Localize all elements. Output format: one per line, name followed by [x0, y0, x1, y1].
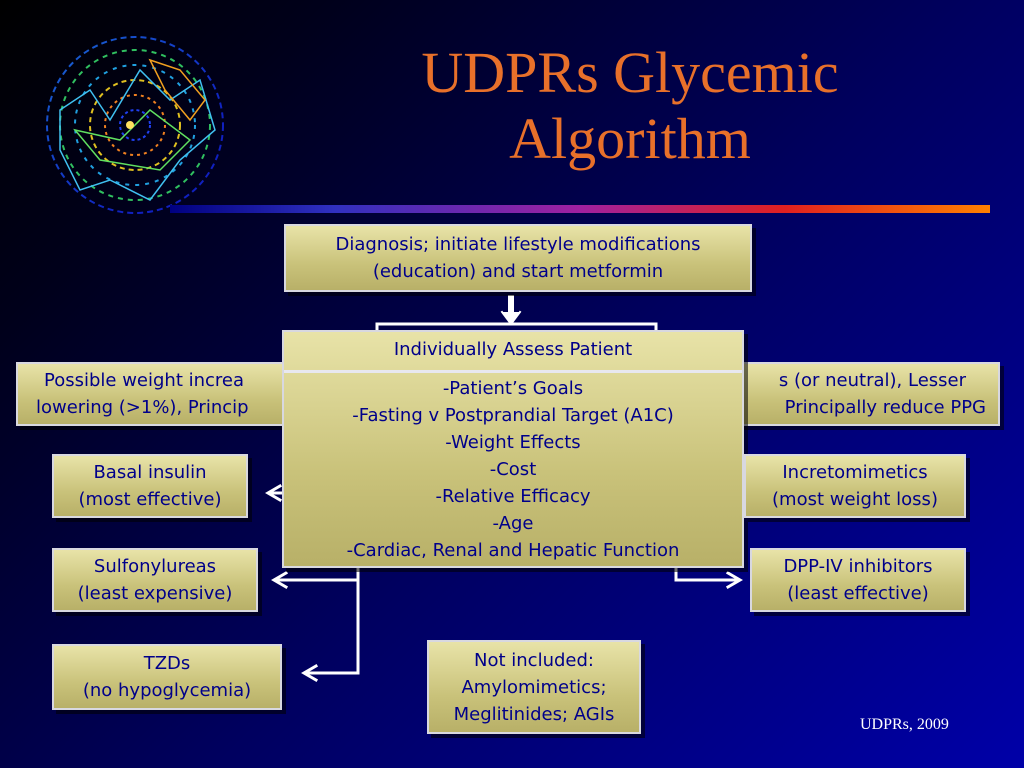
not-included-line-1: Not included:	[474, 649, 594, 671]
dpp4-line-2: (least effective)	[787, 583, 929, 604]
incretomimetics-line-1: Incretomimetics	[782, 462, 928, 483]
incretomimetics-line-2: (most weight loss)	[772, 489, 938, 510]
title-line-2: Algorithm	[509, 106, 751, 171]
assess-item: -Cardiac, Renal and Hepatic Function	[346, 540, 680, 561]
not-included-line-3: Meglitinides; AGIs	[453, 703, 615, 725]
sulfonylureas-line-2: (least expensive)	[77, 583, 233, 604]
dpp4-box: DPP-IV inhibitors (least effective)	[750, 548, 966, 612]
not-included-line-2: Amylomimetics;	[461, 676, 607, 698]
left-category-line-1: Possible weight increa	[44, 370, 245, 391]
tzds-line-2: (no hypoglycemia)	[82, 680, 252, 701]
molecule-image	[46, 36, 224, 214]
assess-item: -Relative Efficacy	[435, 486, 591, 507]
right-category-line-2: Principally reduce PPG	[784, 397, 986, 418]
assess-item: -Fasting v Postprandial Target (A1C)	[352, 405, 674, 426]
basal-insulin-line-1: Basal insulin	[93, 462, 207, 483]
assess-box: Individually Assess Patient -Patient’s G…	[282, 330, 744, 568]
slide-title: UDPRs Glycemic Algorithm	[330, 40, 930, 172]
basal-insulin-box: Basal insulin (most effective)	[52, 454, 248, 518]
right-category-box: s (or neutral), Lesser Principally reduc…	[715, 362, 1000, 426]
dpp4-line-1: DPP-IV inhibitors	[783, 556, 933, 577]
left-category-line-2: lowering (>1%), Princip	[36, 397, 249, 418]
title-line-1: UDPRs Glycemic	[421, 40, 839, 105]
assess-item: -Patient’s Goals	[442, 378, 584, 399]
diagnosis-box: Diagnosis; initiate lifestyle modificati…	[284, 224, 752, 292]
left-category-box: Possible weight increa lowering (>1%), P…	[16, 362, 316, 426]
not-included-box: Not included: Amylomimetics; Meglitinide…	[427, 640, 641, 734]
footer-credit: UDPRs, 2009	[860, 716, 949, 733]
assess-item: -Age	[492, 513, 534, 534]
diagnosis-line-2: (education) and start metformin	[372, 261, 664, 282]
assess-list: -Patient’s Goals -Fasting v Postprandial…	[284, 370, 742, 566]
basal-insulin-line-2: (most effective)	[78, 489, 222, 510]
assess-item: -Cost	[489, 459, 537, 480]
assess-heading: Individually Assess Patient	[393, 339, 633, 360]
sulfonylureas-box: Sulfonylureas (least expensive)	[52, 548, 258, 612]
diagnosis-line-1: Diagnosis; initiate lifestyle modificati…	[335, 234, 701, 255]
incretomimetics-box: Incretomimetics (most weight loss)	[744, 454, 966, 518]
tzds-line-1: TZDs	[143, 653, 191, 674]
assess-item: -Weight Effects	[445, 432, 581, 453]
title-underline	[170, 205, 990, 213]
tzds-box: TZDs (no hypoglycemia)	[52, 644, 282, 710]
sulfonylureas-line-1: Sulfonylureas	[93, 556, 217, 577]
right-category-line-1: s (or neutral), Lesser	[778, 370, 966, 391]
